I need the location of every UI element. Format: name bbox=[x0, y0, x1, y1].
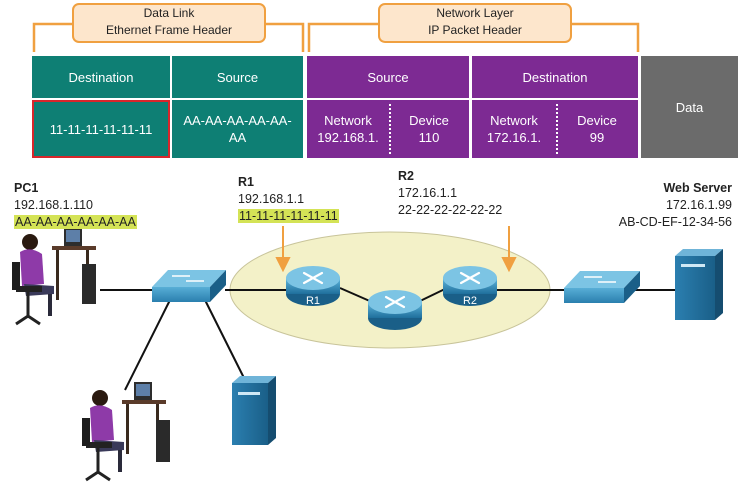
data-link-title: Data Link bbox=[143, 6, 195, 20]
router-r2-icon bbox=[443, 266, 497, 306]
pc1-ip: 192.168.1.110 bbox=[14, 198, 94, 212]
arrow-r1 bbox=[275, 226, 291, 273]
data-label: Data bbox=[675, 99, 704, 115]
ip-destination-device-label: Device bbox=[577, 113, 617, 128]
ip-destination-device-value: 99 bbox=[589, 130, 605, 145]
switch-right-icon bbox=[564, 271, 640, 303]
ip-destination-header: Destination bbox=[472, 56, 638, 98]
pc1-name: PC1 bbox=[14, 181, 39, 195]
ip-destination-device-cell: Device 99 bbox=[556, 100, 638, 158]
ip-source-label: Source bbox=[367, 69, 409, 85]
ip-destination-network-label: Network bbox=[490, 113, 538, 128]
link-switch-pc2 bbox=[124, 299, 171, 391]
pc2-user-icon bbox=[82, 382, 170, 482]
server-left-icon bbox=[232, 376, 276, 445]
switch-left-icon bbox=[152, 270, 226, 302]
r1-name: R1 bbox=[238, 175, 254, 189]
eth-destination-header: Destination bbox=[32, 56, 170, 98]
eth-source-label: Source bbox=[216, 69, 259, 85]
eth-destination-value: 11-11-11-11-11-11 bbox=[49, 121, 153, 137]
ip-source-network-cell: Network 192.168.1. bbox=[307, 100, 389, 158]
network-layer-header: Network Layer IP Packet Header bbox=[378, 3, 572, 43]
ip-source-device-label: Device bbox=[409, 113, 449, 128]
r1-icon-label: R1 bbox=[306, 295, 320, 307]
r2-name: R2 bbox=[398, 169, 414, 183]
r1-mac: 11-11-11-11-11-11 bbox=[238, 209, 339, 223]
ip-source-header: Source bbox=[307, 56, 469, 98]
eth-source-value-line2: AA bbox=[228, 130, 247, 145]
eth-destination-value-cell: 11-11-11-11-11-11 bbox=[32, 100, 170, 158]
ip-destination-network-value: 172.16.1. bbox=[486, 130, 542, 145]
web-server-info: Web Server 172.16.1.99 AB-CD-EF-12-34-56 bbox=[619, 180, 732, 231]
data-link-header: Data Link Ethernet Frame Header bbox=[72, 3, 266, 43]
network-layer-title: Network Layer bbox=[436, 6, 514, 20]
ip-source-divider bbox=[389, 104, 391, 154]
data-link-bracket bbox=[32, 22, 305, 52]
web-server-name: Web Server bbox=[663, 181, 732, 195]
pc1-info: PC1 192.168.1.110 AA-AA-AA-AA-AA-AA bbox=[14, 180, 137, 231]
r1-info: R1 192.168.1.1 11-11-11-11-11-11 bbox=[238, 174, 339, 225]
eth-source-value-cell: AA-AA-AA-AA-AA- AA bbox=[172, 100, 303, 158]
network-layer-bracket bbox=[307, 22, 640, 52]
data-cell: Data bbox=[641, 56, 738, 158]
ip-destination-label: Destination bbox=[522, 69, 588, 85]
web-server-ip: 172.16.1.99 bbox=[665, 198, 732, 212]
ip-source-device-value: 110 bbox=[418, 130, 440, 145]
pc1-mac: AA-AA-AA-AA-AA-AA bbox=[14, 215, 137, 229]
r1-ip: 192.168.1.1 bbox=[238, 192, 305, 206]
r2-icon-label: R2 bbox=[463, 295, 477, 307]
r2-info: R2 172.16.1.1 22-22-22-22-22-22 bbox=[398, 168, 502, 219]
web-server-mac: AB-CD-EF-12-34-56 bbox=[618, 215, 732, 229]
link-switch-server bbox=[204, 299, 246, 381]
eth-source-header: Source bbox=[172, 56, 303, 98]
ip-source-device-cell: Device 110 bbox=[389, 100, 469, 158]
router-mid-icon bbox=[368, 290, 422, 330]
network-links bbox=[100, 287, 678, 391]
link-r1-rmid bbox=[339, 287, 373, 303]
ip-destination-divider bbox=[556, 104, 558, 154]
ip-source-network-value: 192.168.1. bbox=[317, 130, 379, 145]
r2-mac: 22-22-22-22-22-22 bbox=[398, 203, 503, 217]
data-link-subtitle: Ethernet Frame Header bbox=[105, 23, 233, 37]
eth-destination-label: Destination bbox=[68, 69, 134, 85]
link-rmid-r2 bbox=[417, 287, 448, 303]
arrow-r2 bbox=[501, 226, 517, 273]
router-r1-icon bbox=[286, 266, 340, 306]
network-layer-subtitle: IP Packet Header bbox=[428, 23, 522, 37]
eth-source-value-line1: AA-AA-AA-AA-AA- bbox=[183, 113, 292, 128]
web-server-icon bbox=[675, 249, 723, 320]
ip-destination-network-cell: Network 172.16.1. bbox=[472, 100, 556, 158]
ip-source-network-label: Network bbox=[324, 113, 372, 128]
pc1-user-icon bbox=[12, 228, 96, 326]
r2-ip: 172.16.1.1 bbox=[398, 186, 458, 200]
